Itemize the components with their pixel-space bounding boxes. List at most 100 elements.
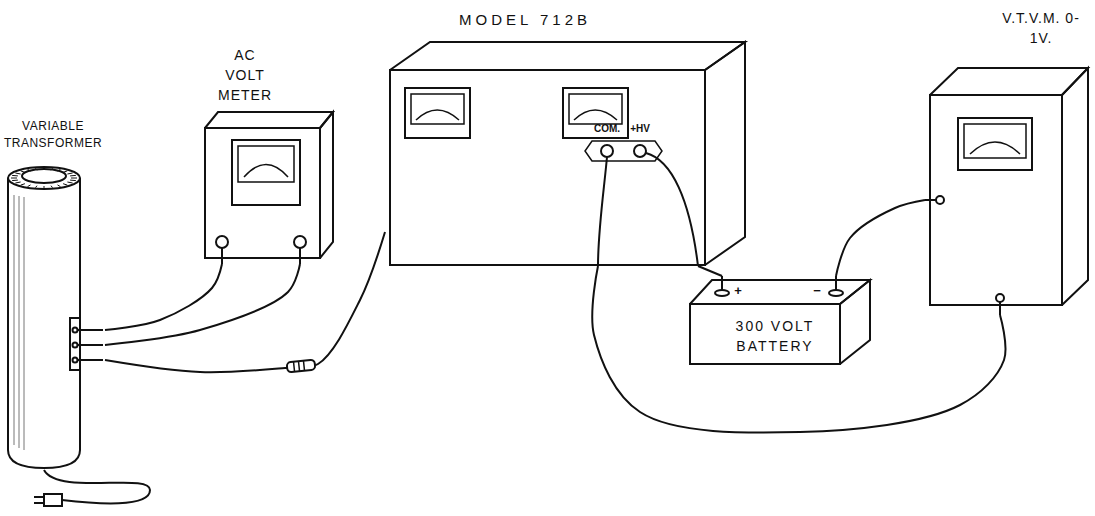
instrument-label: 300 VOLT BATTERY — [725, 316, 825, 356]
outline-stroke — [77, 330, 103, 360]
outline-stroke — [44, 168, 45, 170]
outline-stroke — [15, 173, 20, 174]
instrument-label: VARIABLE TRANSFORMER — [3, 118, 103, 152]
terminal-label: + — [731, 283, 745, 299]
outline-stroke — [598, 157, 607, 266]
outline-stroke — [70, 180, 76, 182]
plug — [44, 494, 62, 506]
outline-stroke — [569, 94, 622, 124]
outline-stroke — [21, 171, 25, 172]
terminal-label: − — [810, 283, 824, 299]
outline-stroke — [222, 248, 300, 264]
outline-stroke — [67, 173, 72, 174]
outline-stroke — [238, 146, 294, 182]
instrument-drawing — [925, 5, 1090, 315]
ac-voltmeter: AC VOLT METER — [200, 42, 340, 264]
outline-stroke — [690, 304, 840, 364]
wire — [105, 232, 385, 372]
outline-stroke — [205, 128, 320, 258]
outline-stroke — [28, 185, 31, 187]
outline-stroke — [964, 124, 1026, 158]
outline-stroke — [70, 175, 76, 177]
terminal — [216, 236, 228, 248]
instrument-drawing — [3, 118, 103, 470]
outline-stroke — [390, 70, 705, 265]
outline-stroke — [970, 142, 1020, 154]
outline-stroke — [1062, 68, 1088, 305]
outline-stroke — [930, 68, 1088, 95]
outline-stroke — [232, 140, 300, 205]
outline-stroke — [36, 168, 38, 170]
outline-stroke — [840, 280, 870, 364]
outline-stroke — [67, 182, 72, 183]
plug-prongs — [34, 497, 44, 503]
terminal — [634, 145, 646, 157]
wire — [105, 264, 222, 330]
round-outline — [8, 167, 80, 189]
instrument-drawing — [200, 42, 340, 264]
outline-stroke — [925, 200, 1000, 315]
terminal — [73, 358, 78, 363]
instrument-drawing — [385, 8, 750, 266]
outline-stroke — [705, 42, 745, 265]
instrument-label: MODEL 712B — [430, 10, 620, 30]
outline-stroke — [12, 175, 18, 177]
outline-stroke — [28, 169, 31, 171]
outline-stroke — [63, 184, 67, 185]
resistor-bands — [294, 361, 305, 372]
outline-stroke — [12, 180, 18, 182]
outline-stroke — [15, 182, 20, 183]
outline-stroke — [205, 112, 333, 128]
outline-stroke — [958, 118, 1032, 170]
outline-stroke — [58, 169, 61, 171]
terminal — [294, 236, 306, 248]
outline-stroke — [11, 178, 17, 179]
wire — [592, 266, 1005, 433]
battery: 300 VOLT BATTERY + − — [688, 276, 873, 368]
instrument-label: V.T.V.M. 0-1V. — [995, 8, 1087, 48]
round-outline — [829, 290, 843, 296]
power-cord — [34, 470, 150, 506]
outline-stroke — [930, 95, 1062, 305]
wire — [836, 200, 925, 276]
variable-transformer: VARIABLE TRANSFORMER — [3, 118, 105, 470]
resistor-symbol — [287, 360, 316, 373]
outline-stroke — [58, 185, 61, 187]
outline-stroke — [390, 42, 745, 70]
outline-stroke — [21, 184, 25, 185]
outline-stroke — [36, 186, 38, 188]
outline-stroke — [574, 110, 617, 120]
wire — [698, 266, 722, 276]
resistor-body — [287, 360, 316, 373]
outline-stroke — [14, 195, 24, 450]
outline-stroke — [71, 178, 77, 179]
outline-stroke — [585, 141, 662, 161]
outline-stroke — [8, 178, 80, 468]
outline-stroke — [244, 165, 288, 178]
outline-stroke — [563, 88, 628, 138]
outline-stroke — [411, 94, 464, 124]
outline-stroke — [405, 88, 470, 138]
instrument-label: AC VOLT METER — [215, 45, 275, 105]
terminal-label: COM. — [590, 123, 624, 135]
terminal — [73, 328, 78, 333]
outline-stroke — [416, 110, 459, 120]
outline-stroke — [320, 112, 333, 258]
round-outline — [715, 290, 729, 296]
terminal — [936, 196, 944, 204]
wire — [105, 264, 300, 345]
terminal — [996, 294, 1004, 302]
round-outline — [22, 169, 66, 183]
outline-stroke — [44, 186, 45, 188]
terminal-label: +HV — [626, 123, 654, 135]
outline-stroke — [646, 153, 698, 266]
outline-stroke — [63, 171, 67, 172]
outline-stroke — [51, 168, 53, 170]
terminal — [73, 343, 78, 348]
terminal — [601, 145, 613, 157]
vtvm: V.T.V.M. 0-1V. — [925, 5, 1090, 315]
power-supply-712b: MODEL 712B COM.+HV — [385, 8, 750, 266]
outline-stroke — [51, 186, 53, 188]
